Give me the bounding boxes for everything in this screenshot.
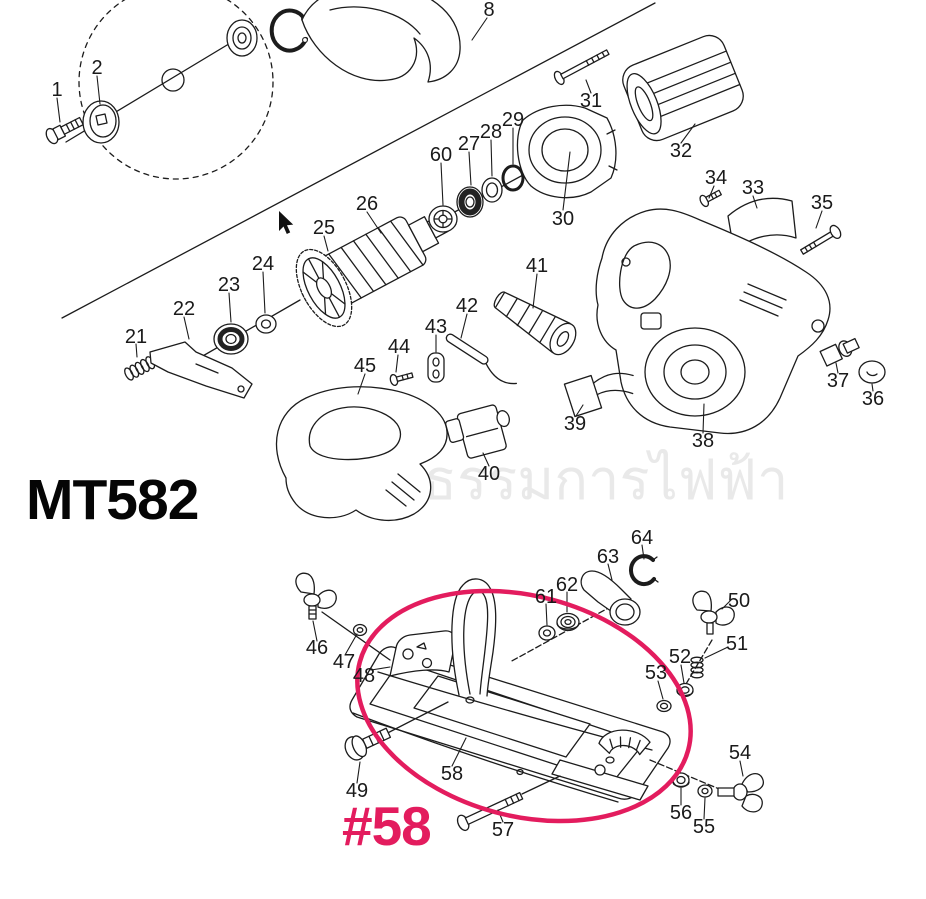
part-label-36: 36 [861,388,885,410]
part-22-lever-drawing [149,341,253,399]
part-label-39: 39 [563,413,587,435]
part-27-ring-drawing [456,186,484,218]
part-label-30: 30 [551,208,575,230]
part-31-bolt-drawing [553,49,610,86]
part-label-49: 49 [345,780,369,802]
cursor-icon [279,211,294,234]
part-label-1: 1 [51,79,63,101]
part-label-50: 50 [727,590,751,612]
part-label-23: 23 [217,274,241,296]
highlight-ellipse [355,588,693,824]
part-64-e-ring-drawing [629,554,659,587]
part-46-wing-nut-drawing [295,572,337,620]
part-label-42: 42 [455,295,479,317]
part-label-2: 2 [91,57,103,79]
part-label-31: 31 [579,90,603,112]
part-45-handle-drawing [275,386,448,522]
part-label-41: 41 [525,255,549,277]
part-label-37: 37 [826,370,850,392]
part-53-nut-drawing [656,699,672,713]
part-label-32: 32 [669,140,693,162]
part-43-clamp-drawing [427,352,445,383]
part-label-34: 34 [704,167,728,189]
part-label-26: 26 [355,193,379,215]
part-label-64: 64 [630,527,654,549]
model-title: MT582 [26,468,199,532]
saw-blade-drawing [78,0,274,180]
part-label-44: 44 [387,336,411,358]
part-label-63: 63 [596,546,620,568]
part-label-24: 24 [251,253,275,275]
part-39-terminal-drawing [563,372,634,418]
highlighted-part-callout: #58 [342,795,432,857]
base-angle-sector-drawing [551,729,651,801]
part-35-bolt-drawing [800,224,842,255]
part-36-cap-drawing [858,360,886,384]
part-label-47: 47 [332,651,356,673]
part-label-43: 43 [424,316,448,338]
part-label-22: 22 [172,298,196,320]
part-54-wing-bolt-drawing [717,773,764,813]
part-62-nut-drawing [556,612,580,632]
base-guide-loop-drawing [451,578,497,697]
part-label-38: 38 [691,430,715,452]
part-37-brush-drawing [819,337,860,367]
axis-57 [521,775,561,795]
part-label-27: 27 [457,133,481,155]
part-25-fan-drawing [295,248,353,328]
part-44-screw-drawing [389,372,414,387]
part-label-57: 57 [491,819,515,841]
part-32-stator-drawing [622,34,744,142]
part-42-strain-relief-drawing [445,333,518,385]
part-30-gear-housing-drawing [516,104,618,199]
part-label-21: 21 [124,326,148,348]
part-label-53: 53 [644,662,668,684]
part-29-oring-drawing [501,164,525,192]
part-40-switch-drawing [445,404,510,459]
part-label-62: 62 [555,574,579,596]
leader-lines [56,17,874,823]
part-58-base-assembly-drawing [349,646,671,803]
part-label-54: 54 [728,742,752,764]
part-label-58: 58 [440,763,464,785]
part-1-screw-drawing [45,116,84,145]
part-label-29: 29 [501,109,525,131]
part-28-washer-drawing [481,177,503,203]
part-2-flange-drawing [82,100,120,144]
part-label-52: 52 [668,646,692,668]
part-50-wing-nut-drawing [692,590,735,635]
part-38-housing-drawing [595,208,831,435]
part-label-25: 25 [312,217,336,239]
part-label-51: 51 [725,633,749,655]
part-label-28: 28 [479,121,503,143]
part-label-45: 45 [353,355,377,377]
part-label-8: 8 [483,0,495,21]
part-label-60: 60 [429,144,453,166]
part-55-washer-drawing [697,784,713,798]
part-61-washer-drawing [538,625,556,641]
safety-cover-drawing [301,0,461,83]
axis-line-main [61,2,656,319]
part-label-33: 33 [741,177,765,199]
part-label-46: 46 [305,637,329,659]
part-23-bearing-drawing [213,323,249,355]
part-label-40: 40 [477,463,501,485]
part-label-55: 55 [692,816,716,838]
part-label-35: 35 [810,192,834,214]
part-24-washer-drawing [255,314,277,334]
part-60-bearing-drawing [428,205,458,233]
part-label-61: 61 [534,586,558,608]
part-label-56: 56 [669,802,693,824]
part-47-washer-drawing [352,623,368,637]
inner-flange-drawing [226,19,258,57]
part-21-spring-drawing [124,356,156,381]
axis-50-52 [685,639,713,685]
part-34-screw-drawing [699,189,722,208]
part-51-spring-drawing [690,656,704,679]
part-label-48: 48 [352,665,376,687]
part-41-cord-guard-drawing [493,291,577,356]
part-63-lever-drawing [580,570,641,626]
